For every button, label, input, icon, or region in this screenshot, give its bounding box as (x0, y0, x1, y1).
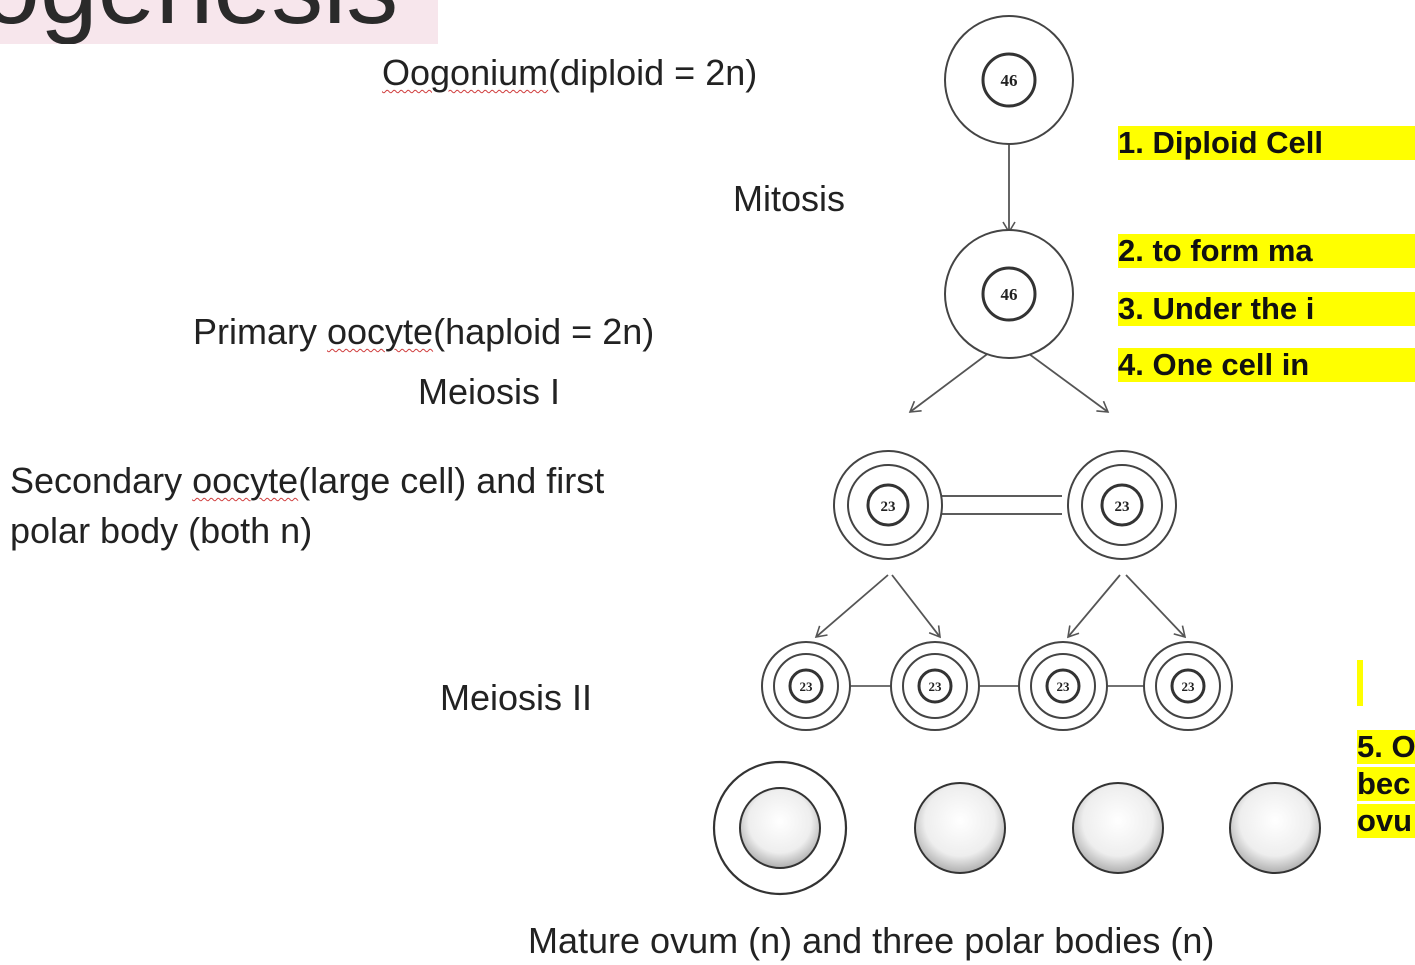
secondary-prefix: Secondary (10, 460, 193, 501)
polar-body-3 (1229, 782, 1321, 874)
meiosis-2-count-3: 23 (1057, 679, 1071, 694)
note-5-line-1: 5. O (1357, 730, 1415, 764)
meiosis-2-arrow-3 (1067, 574, 1121, 639)
meiosis-2-arrow-1 (814, 574, 889, 639)
oogonium-detail: (diploid = 2n) (548, 52, 758, 93)
note-5-line-3: ovu (1357, 804, 1415, 838)
primary-prefix: Primary (193, 311, 327, 352)
note-1: 1. Diploid Cell (1118, 126, 1415, 160)
meiosis-2-count-4: 23 (1182, 679, 1196, 694)
polar-body-2 (1072, 782, 1164, 874)
meiosis-2-cells: 23 23 23 23 (761, 641, 1233, 731)
meiosis-2-arrow-4 (1125, 574, 1187, 639)
meiosis-2-cell-2: 23 (890, 641, 980, 731)
secondary-count-2: 23 (1115, 499, 1130, 515)
note-4: 4. One cell in (1118, 348, 1415, 382)
page-title: ogenesis (0, 0, 398, 40)
mitosis-label: Mitosis (733, 178, 846, 219)
primary-chromosome-count: 46 (1001, 285, 1018, 304)
secondary-detail: (large cell) and first (298, 460, 605, 501)
oogonium-chromosome-count: 46 (1001, 71, 1018, 90)
oogonium-label: Oogonium(diploid = 2n) (382, 54, 757, 92)
oogonium-cell: 46 (944, 15, 1074, 145)
meiosis-2-arrow-2 (891, 574, 941, 639)
meiosis-2-count-2: 23 (929, 679, 943, 694)
secondary-oocyte-label-line2: polar body (both n) (10, 510, 313, 551)
meiosis-2-cell-4: 23 (1143, 641, 1233, 731)
primary-word: oocyte (327, 311, 434, 352)
primary-detail: (haploid = 2n) (433, 311, 655, 352)
secondary-word: oocyte (192, 460, 299, 501)
meiosis-2-cell-1: 23 (761, 641, 851, 731)
oogonium-word: Oogonium (382, 52, 549, 93)
note-5-line-2: bec (1357, 767, 1415, 801)
title-banner: ogenesis (0, 0, 438, 44)
secondary-count-1: 23 (881, 499, 896, 515)
note-2: 2. to form ma (1118, 234, 1415, 268)
secondary-oocyte-pair: 23 23 (833, 450, 1177, 560)
mature-ovum (712, 760, 848, 896)
primary-oocyte-cell: 46 (944, 229, 1074, 359)
meiosis-2-cell-3: 23 (1018, 641, 1108, 731)
meiosis-2-count-1: 23 (800, 679, 814, 694)
primary-oocyte-label: Primary oocyte(haploid = 2n) (193, 313, 654, 351)
meiosis-1-label: Meiosis I (418, 371, 561, 412)
polar-body-1 (914, 782, 1006, 874)
mature-ovum-label: Mature ovum (n) and three polar bodies (… (528, 920, 1215, 961)
secondary-oocyte-label: Secondary oocyte(large cell) and first (10, 462, 604, 500)
note-3: 3. Under the i (1118, 292, 1415, 326)
meiosis-2-label: Meiosis II (440, 677, 593, 718)
note-5-marker (1357, 660, 1363, 706)
